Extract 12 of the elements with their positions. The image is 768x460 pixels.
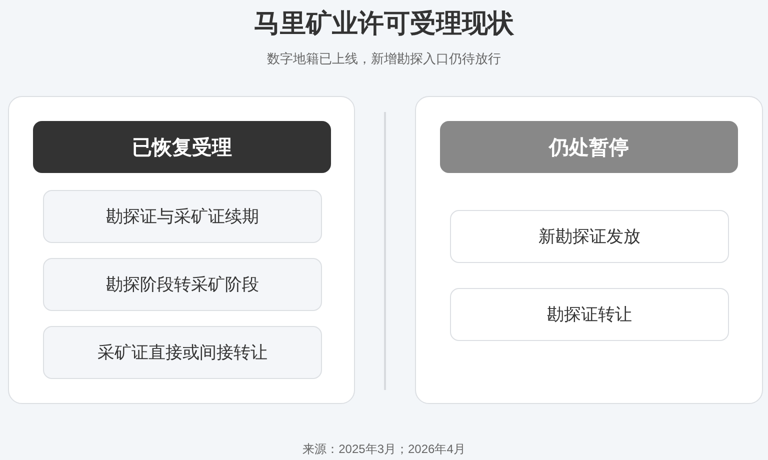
permit-item-card: 新勘探证发放 (450, 210, 729, 263)
panel-card (415, 96, 763, 404)
status-header: 已恢复受理 (33, 121, 331, 173)
panel-card (8, 96, 355, 404)
permit-item-card: 采矿证直接或间接转让 (43, 326, 322, 379)
chart-title: 马里矿业许可受理现状 (253, 7, 515, 40)
permit-item-card: 勘探证转让 (450, 288, 729, 341)
subtitle: 数字地籍已上线，新增勘探入口仍待放行 (266, 50, 502, 68)
permit-item-card: 勘探阶段转采矿阶段 (43, 258, 322, 311)
status-header: 仍处暂停 (440, 121, 738, 173)
source-note: 来源：2025年3月；2026年4月 (302, 441, 466, 457)
permit-item-card: 勘探证与采矿证续期 (43, 190, 322, 243)
